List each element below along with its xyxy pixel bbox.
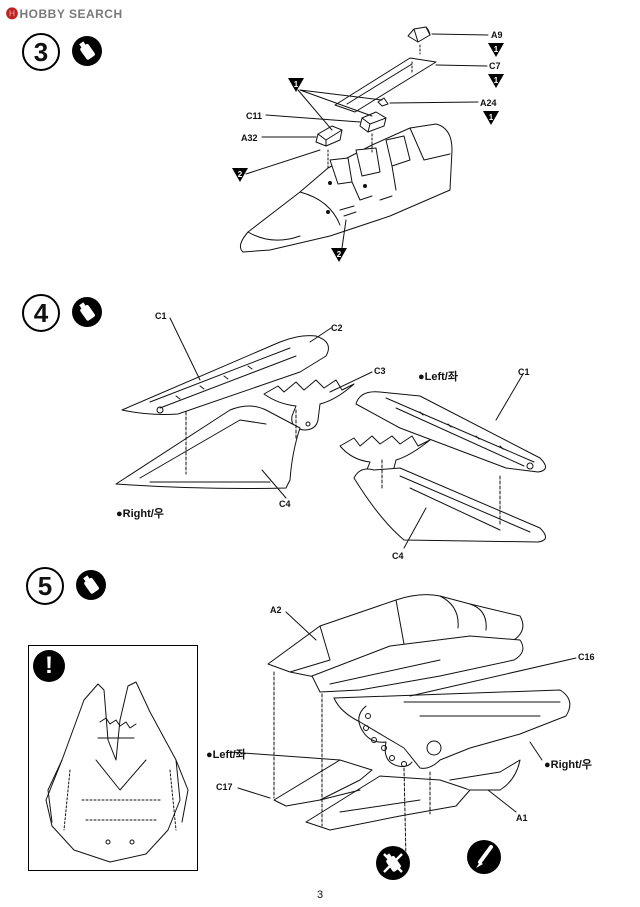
step-marker-1-top: 1	[288, 78, 304, 92]
step-marker-number: 1	[294, 80, 299, 89]
page-number: 3	[316, 889, 324, 901]
left-wing-label: ●Left/좌	[418, 371, 458, 383]
step-marker-number: 1	[489, 113, 494, 122]
watermark: 🅗HOBBY SEARCH	[6, 5, 123, 22]
part-label-c2: C2	[331, 323, 343, 333]
step-5-number: 5	[26, 567, 64, 605]
step-marker-2-bottom: 2	[331, 248, 347, 262]
part-label-a32: A32	[241, 133, 258, 143]
right-wing-label: ●Right/우	[544, 759, 592, 771]
step-marker-1-c7: 1	[488, 74, 504, 88]
step-marker-number: 2	[238, 170, 243, 179]
part-label-c4-left: C4	[392, 551, 404, 561]
part-label-c1-right: C1	[155, 311, 167, 321]
glue-bottle-icon	[76, 570, 106, 600]
glue-bottle-icon	[72, 297, 102, 327]
no-glue-icon	[376, 846, 410, 880]
part-label-c16: C16	[578, 652, 595, 662]
part-label-c3: C3	[374, 366, 386, 376]
watermark-text: HOBBY SEARCH	[19, 7, 123, 21]
step4-left-wing-drawing	[339, 373, 546, 549]
hobby-knife-icon	[467, 840, 501, 874]
step5-fuselage-drawing	[229, 594, 577, 861]
step-marker-number: 1	[494, 45, 499, 54]
part-label-a2: A2	[270, 605, 282, 615]
right-wing-label: ●Right/우	[116, 508, 164, 520]
part-label-a9: A9	[491, 30, 503, 40]
part-label-c17: C17	[216, 782, 233, 792]
part-label-c11: C11	[246, 111, 263, 121]
step-marker-number: 1	[494, 76, 499, 85]
part-label-a24: A24	[480, 98, 497, 108]
step-4-number: 4	[22, 294, 60, 332]
step3-cockpit-drawing	[239, 26, 489, 253]
part-label-c4-right: C4	[279, 499, 291, 509]
part-label-a1: A1	[516, 813, 528, 823]
step-marker-1-a9: 1	[488, 43, 504, 57]
step-marker-1-a24: 1	[483, 111, 499, 125]
watermark-logo-icon: 🅗	[6, 7, 19, 21]
step-marker-number: 2	[337, 250, 342, 259]
step-marker-2-left: 2	[232, 168, 248, 182]
step5-detail-drawing	[45, 681, 189, 863]
exclamation-icon: !	[33, 650, 65, 682]
glue-bottle-icon	[72, 36, 102, 66]
step4-right-wing-drawing	[115, 317, 373, 499]
step-3-number: 3	[22, 33, 60, 71]
part-label-c7: C7	[489, 61, 501, 71]
part-label-c1-left: C1	[518, 367, 530, 377]
